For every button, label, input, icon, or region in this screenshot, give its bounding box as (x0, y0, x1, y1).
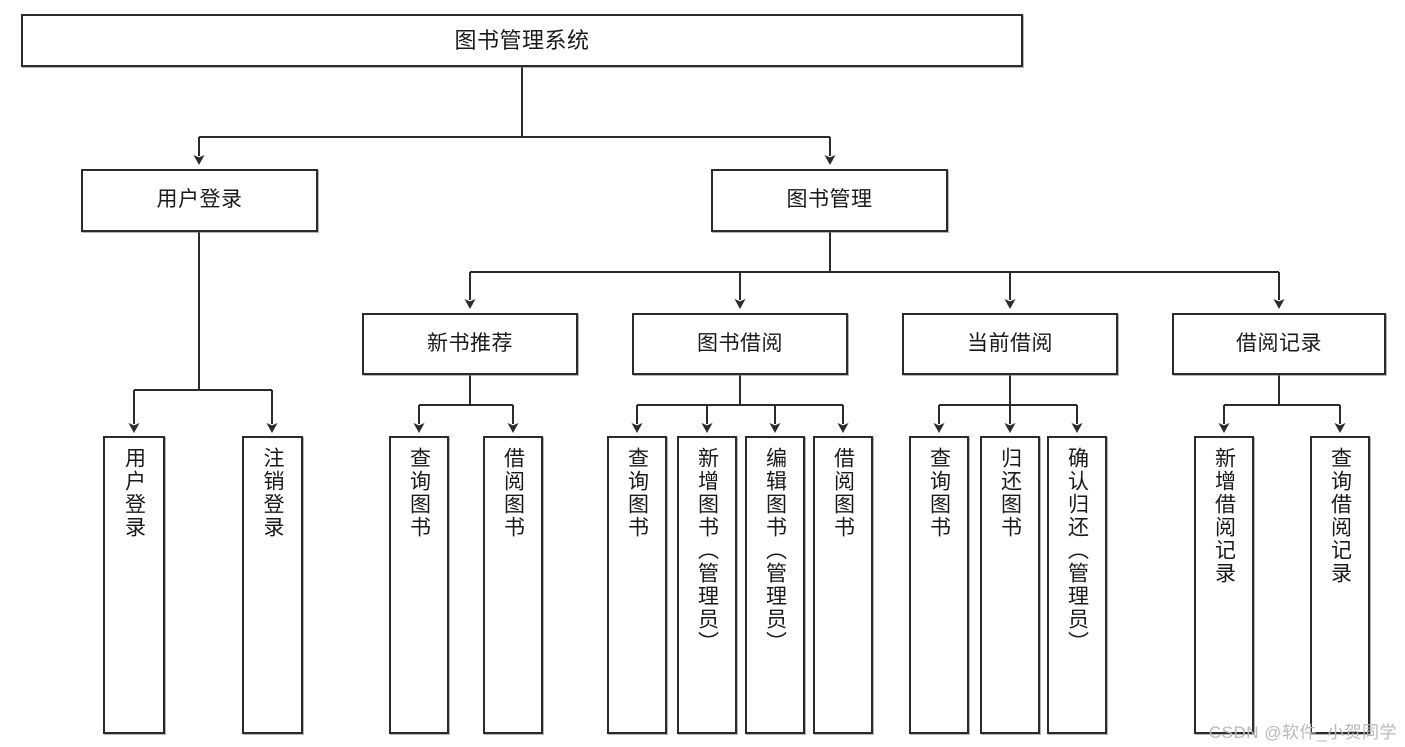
leaf-confirm-return-admin-label: 确认归还（管理员） (1065, 447, 1089, 654)
leaf-add-borrow-record[interactable]: 新增借阅记录 (1194, 436, 1254, 734)
leaf-query-book-borrow[interactable]: 查询图书 (607, 436, 667, 734)
node-borrow-record[interactable]: 借阅记录 (1172, 313, 1386, 375)
node-user-login-label: 用户登录 (156, 188, 243, 212)
leaf-logout-login-label: 注销登录 (261, 447, 284, 539)
leaf-query-book-current-label: 查询图书 (927, 447, 951, 539)
leaf-user-login-label: 用户登录 (122, 447, 146, 539)
leaf-return-book-label: 归还图书 (998, 447, 1022, 539)
leaf-query-borrow-record-label: 查询借阅记录 (1328, 447, 1352, 585)
leaf-edit-book-admin[interactable]: 编辑图书（管理员） (745, 436, 805, 734)
node-book-borrow-label: 图书借阅 (697, 331, 783, 355)
node-book-management-label: 图书管理 (786, 188, 873, 212)
leaf-add-book-admin[interactable]: 新增图书（管理员） (677, 436, 737, 734)
leaf-edit-book-admin-label: 编辑图书（管理员） (763, 447, 787, 654)
node-user-login[interactable]: 用户登录 (81, 169, 318, 232)
leaf-add-book-admin-label: 新增图书（管理员） (695, 447, 719, 654)
node-current-borrow[interactable]: 当前借阅 (902, 313, 1118, 375)
leaf-query-book-recommend[interactable]: 查询图书 (389, 436, 449, 734)
leaf-return-book[interactable]: 归还图书 (980, 436, 1040, 734)
leaf-borrow-book[interactable]: 借阅图书 (813, 436, 873, 734)
leaf-query-book-borrow-label: 查询图书 (625, 447, 649, 539)
csdn-watermark: CSDN @软件_小贺同学 (1208, 723, 1397, 742)
leaf-borrow-book-recommend-label: 借阅图书 (501, 447, 525, 539)
leaf-query-book-current[interactable]: 查询图书 (909, 436, 969, 734)
leaf-logout-login[interactable]: 注销登录 (242, 436, 303, 734)
leaf-confirm-return-admin[interactable]: 确认归还（管理员） (1047, 436, 1107, 734)
leaf-borrow-book-label: 借阅图书 (831, 447, 855, 539)
node-current-borrow-label: 当前借阅 (967, 331, 1053, 355)
node-new-book-recommend[interactable]: 新书推荐 (362, 313, 578, 375)
node-book-management[interactable]: 图书管理 (711, 169, 948, 232)
leaf-borrow-book-recommend[interactable]: 借阅图书 (483, 436, 543, 734)
node-book-borrow[interactable]: 图书借阅 (632, 313, 848, 375)
leaf-query-borrow-record[interactable]: 查询借阅记录 (1310, 436, 1370, 734)
node-new-book-recommend-label: 新书推荐 (427, 331, 513, 355)
leaf-query-book-recommend-label: 查询图书 (407, 447, 431, 539)
node-root-label: 图书管理系统 (454, 27, 590, 53)
leaf-add-borrow-record-label: 新增借阅记录 (1212, 447, 1236, 585)
node-root[interactable]: 图书管理系统 (21, 14, 1023, 67)
leaf-user-login[interactable]: 用户登录 (103, 436, 165, 734)
node-borrow-record-label: 借阅记录 (1236, 331, 1322, 355)
